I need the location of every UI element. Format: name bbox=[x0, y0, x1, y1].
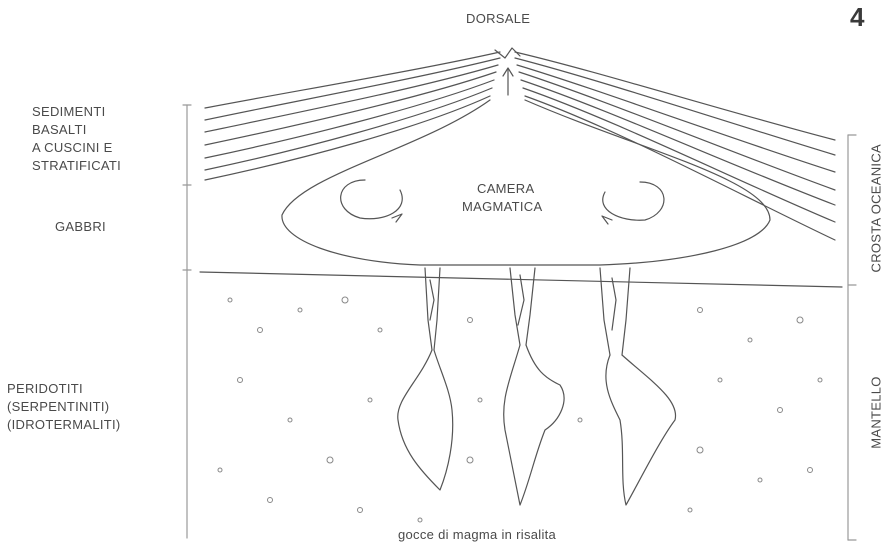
convection-arrow-right bbox=[602, 216, 612, 224]
label-idrotermaliti: (IDROTERMALITI) bbox=[7, 416, 121, 433]
label-mantello: MANTELLO bbox=[869, 373, 884, 453]
label-basalti: BASALTI bbox=[32, 121, 87, 138]
label-serpentiniti: (SERPENTINITI) bbox=[7, 398, 109, 415]
label-dorsale: DORSALE bbox=[466, 10, 530, 27]
figure-number: 4 bbox=[850, 2, 864, 33]
convection-cell-left bbox=[341, 180, 403, 219]
label-stratificati: STRATIFICATI bbox=[32, 157, 121, 174]
label-gocce-di-magma: gocce di magma in risalita bbox=[398, 526, 556, 543]
label-crosta-oceanica: CROSTA OCEANICA bbox=[869, 153, 884, 273]
convection-cell-right bbox=[603, 182, 664, 220]
label-peridotiti: PERIDOTITI bbox=[7, 380, 83, 397]
label-magmatica: MAGMATICA bbox=[462, 198, 542, 215]
left-depth-scale bbox=[183, 105, 191, 538]
right-depth-scale bbox=[848, 135, 856, 540]
magma-drop-2 bbox=[504, 345, 564, 505]
label-gabbri: GABBRI bbox=[55, 218, 106, 235]
magma-drop-1 bbox=[398, 350, 453, 490]
sediment-basalt-layers-left bbox=[205, 52, 500, 180]
convection-arrow-left bbox=[392, 214, 402, 222]
mantle-texture bbox=[218, 297, 822, 522]
label-camera: CAMERA bbox=[477, 180, 534, 197]
label-cuscini: A CUSCINI E bbox=[32, 139, 113, 156]
ridge-crest bbox=[495, 48, 520, 95]
sediment-basalt-layers-right bbox=[515, 52, 835, 240]
magma-drop-3 bbox=[606, 355, 676, 505]
label-sedimenti: SEDIMENTI bbox=[32, 103, 105, 120]
